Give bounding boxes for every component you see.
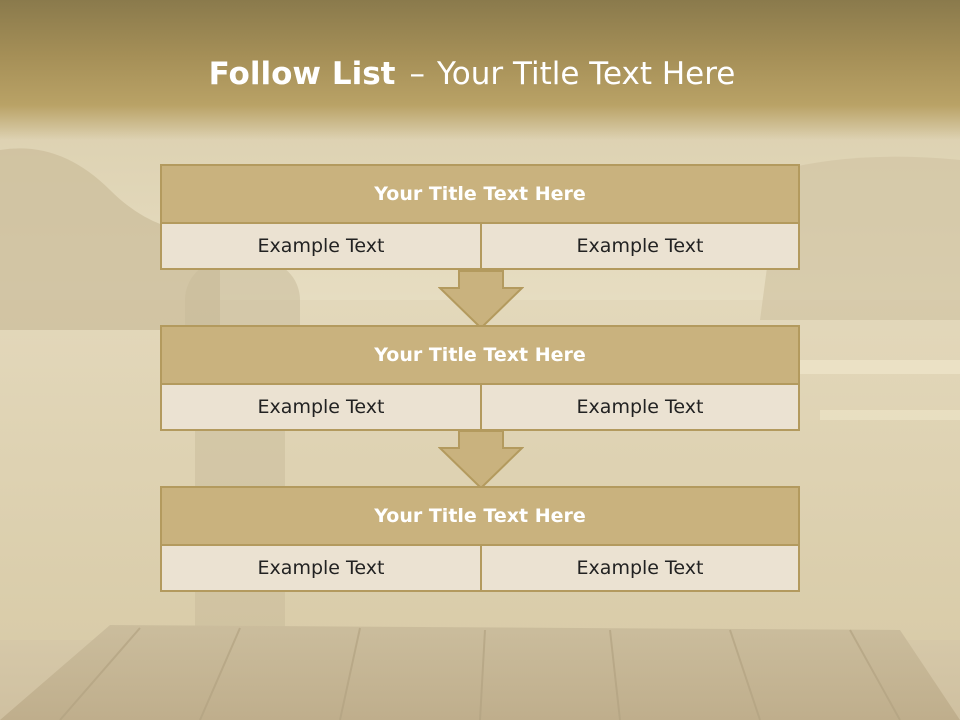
step-box-3: Your Title Text Here Example Text Exampl…: [160, 486, 800, 592]
step-cell-left: Example Text: [162, 546, 482, 590]
step-title: Your Title Text Here: [162, 327, 798, 385]
step-cell-right: Example Text: [576, 557, 704, 579]
step-title: Your Title Text Here: [162, 488, 798, 546]
title-separator: –: [409, 56, 425, 92]
step-box-1: Your Title Text Here Example Text Exampl…: [160, 164, 800, 270]
step-cell-left: Example Text: [162, 224, 482, 268]
down-arrow-icon: [438, 270, 524, 330]
step-cell-right: Example Text: [576, 235, 704, 257]
down-arrow-icon: [438, 430, 524, 490]
step-title: Your Title Text Here: [162, 166, 798, 224]
step-cell-right: Example Text: [576, 396, 704, 418]
title-rest: Your Title Text Here: [436, 56, 736, 92]
step-cell-left: Example Text: [162, 385, 482, 429]
step-box-2: Your Title Text Here Example Text Exampl…: [160, 325, 800, 431]
title-band: [0, 0, 960, 140]
slide-title: Follow List–Your Title Text Here: [0, 56, 944, 92]
title-bold: Follow List: [208, 56, 396, 92]
